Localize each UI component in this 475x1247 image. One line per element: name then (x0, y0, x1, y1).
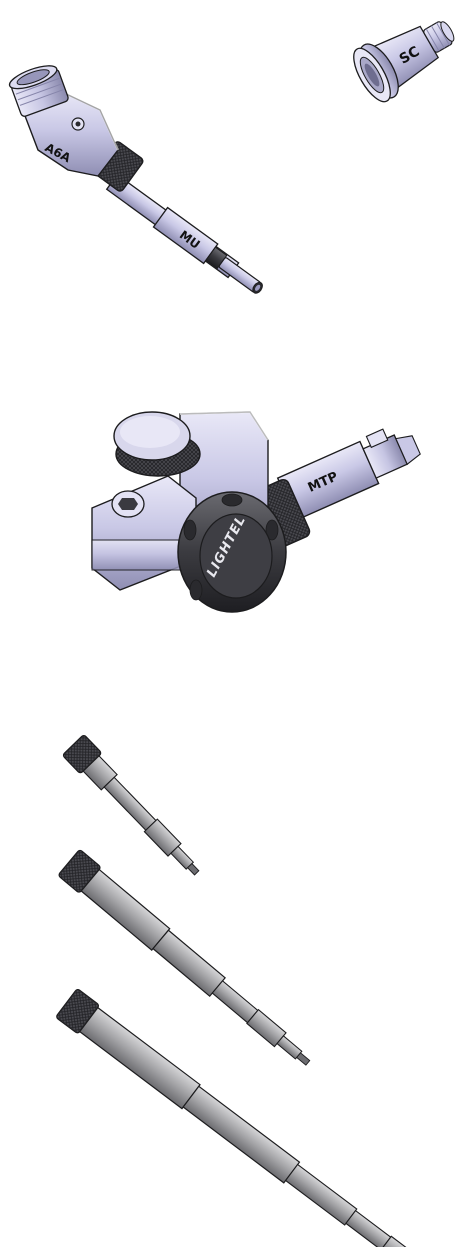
probe-tip-short (62, 735, 200, 876)
sc-adapter: SC (353, 21, 455, 103)
mtp-adapter: MTP LIGHTEL (91, 410, 421, 613)
probe-tip-medium (58, 849, 311, 1066)
a6a-mu-adapter: MU A6A (8, 65, 263, 294)
probe-tip-long (56, 989, 420, 1247)
